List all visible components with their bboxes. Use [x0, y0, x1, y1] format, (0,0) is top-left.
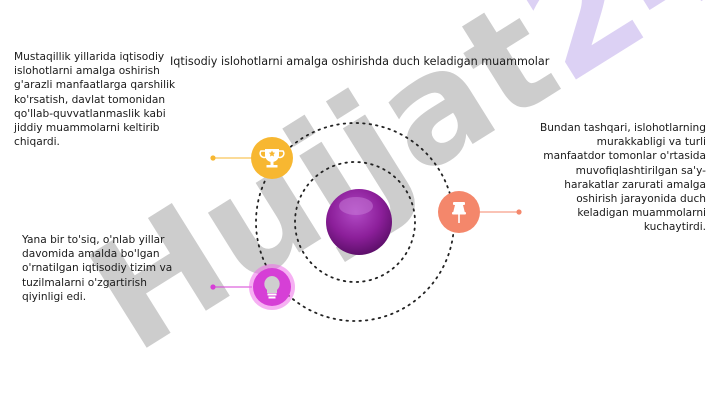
connector-pin	[480, 209, 522, 215]
note-line: kuchaytirdi.	[643, 221, 706, 234]
trophy-icon	[259, 149, 285, 168]
note-line: Mustaqillik yillarida iqtisodiy	[14, 51, 165, 63]
pin-node[interactable]	[438, 191, 480, 233]
connector-bulb	[210, 284, 252, 290]
trophy-node[interactable]	[251, 137, 293, 179]
note-line: Yana bir to'siq, o'nlab yillar	[22, 234, 165, 246]
note-line: qiyinligi edi.	[22, 290, 87, 303]
bulb-node[interactable]	[249, 264, 295, 310]
note-line: muvofiqlashtirilgan sa'y-	[575, 164, 706, 177]
note-line: oshirish jarayonida duch	[576, 193, 706, 206]
note-line: chiqardi.	[14, 136, 60, 149]
note-line: keladigan muammolarni	[577, 207, 706, 220]
note-line: jiddiy muammolarni keltirib	[14, 122, 160, 135]
lightbulb-icon	[264, 276, 280, 299]
note-top-left: Mustaqillik yillarida iqtisodiy islohotl…	[14, 50, 224, 149]
note-line: davomida amalda bo'lgan	[22, 248, 160, 261]
note-line: tuzilmalarni o'zgartirish	[22, 276, 147, 289]
diagram-title: Iqtisodiy islohotlarni amalga oshirishda…	[170, 55, 550, 68]
note-line: o'rnatilgan iqtisodiy tizim va	[22, 262, 173, 275]
note-line: murakkabligi va turli	[596, 136, 706, 149]
note-line: ko'rsatish, davlat tomonidan	[14, 93, 166, 106]
pushpin-icon	[452, 202, 466, 223]
note-line: Bundan tashqari, islohotlarning	[539, 122, 706, 134]
note-line: manfaatdor tomonlar o'rtasida	[543, 150, 706, 163]
note-line: qo'llab-quvvatlanmaslik kabi	[14, 107, 166, 120]
connector-trophy	[210, 155, 252, 161]
inner-orbit	[294, 161, 416, 283]
note-line: g'arazli manfaatlarga qarshilik	[14, 79, 176, 92]
center-sphere	[326, 189, 392, 255]
note-right: Bundan tashqari, islohotlarning murakkab…	[520, 121, 706, 235]
note-line: harakatlar zarurati amalga	[564, 178, 706, 191]
note-bottom-left: Yana bir to'siq, o'nlab yillar davomida …	[22, 233, 207, 304]
note-line: islohotlarni amalga oshirish	[14, 65, 160, 78]
